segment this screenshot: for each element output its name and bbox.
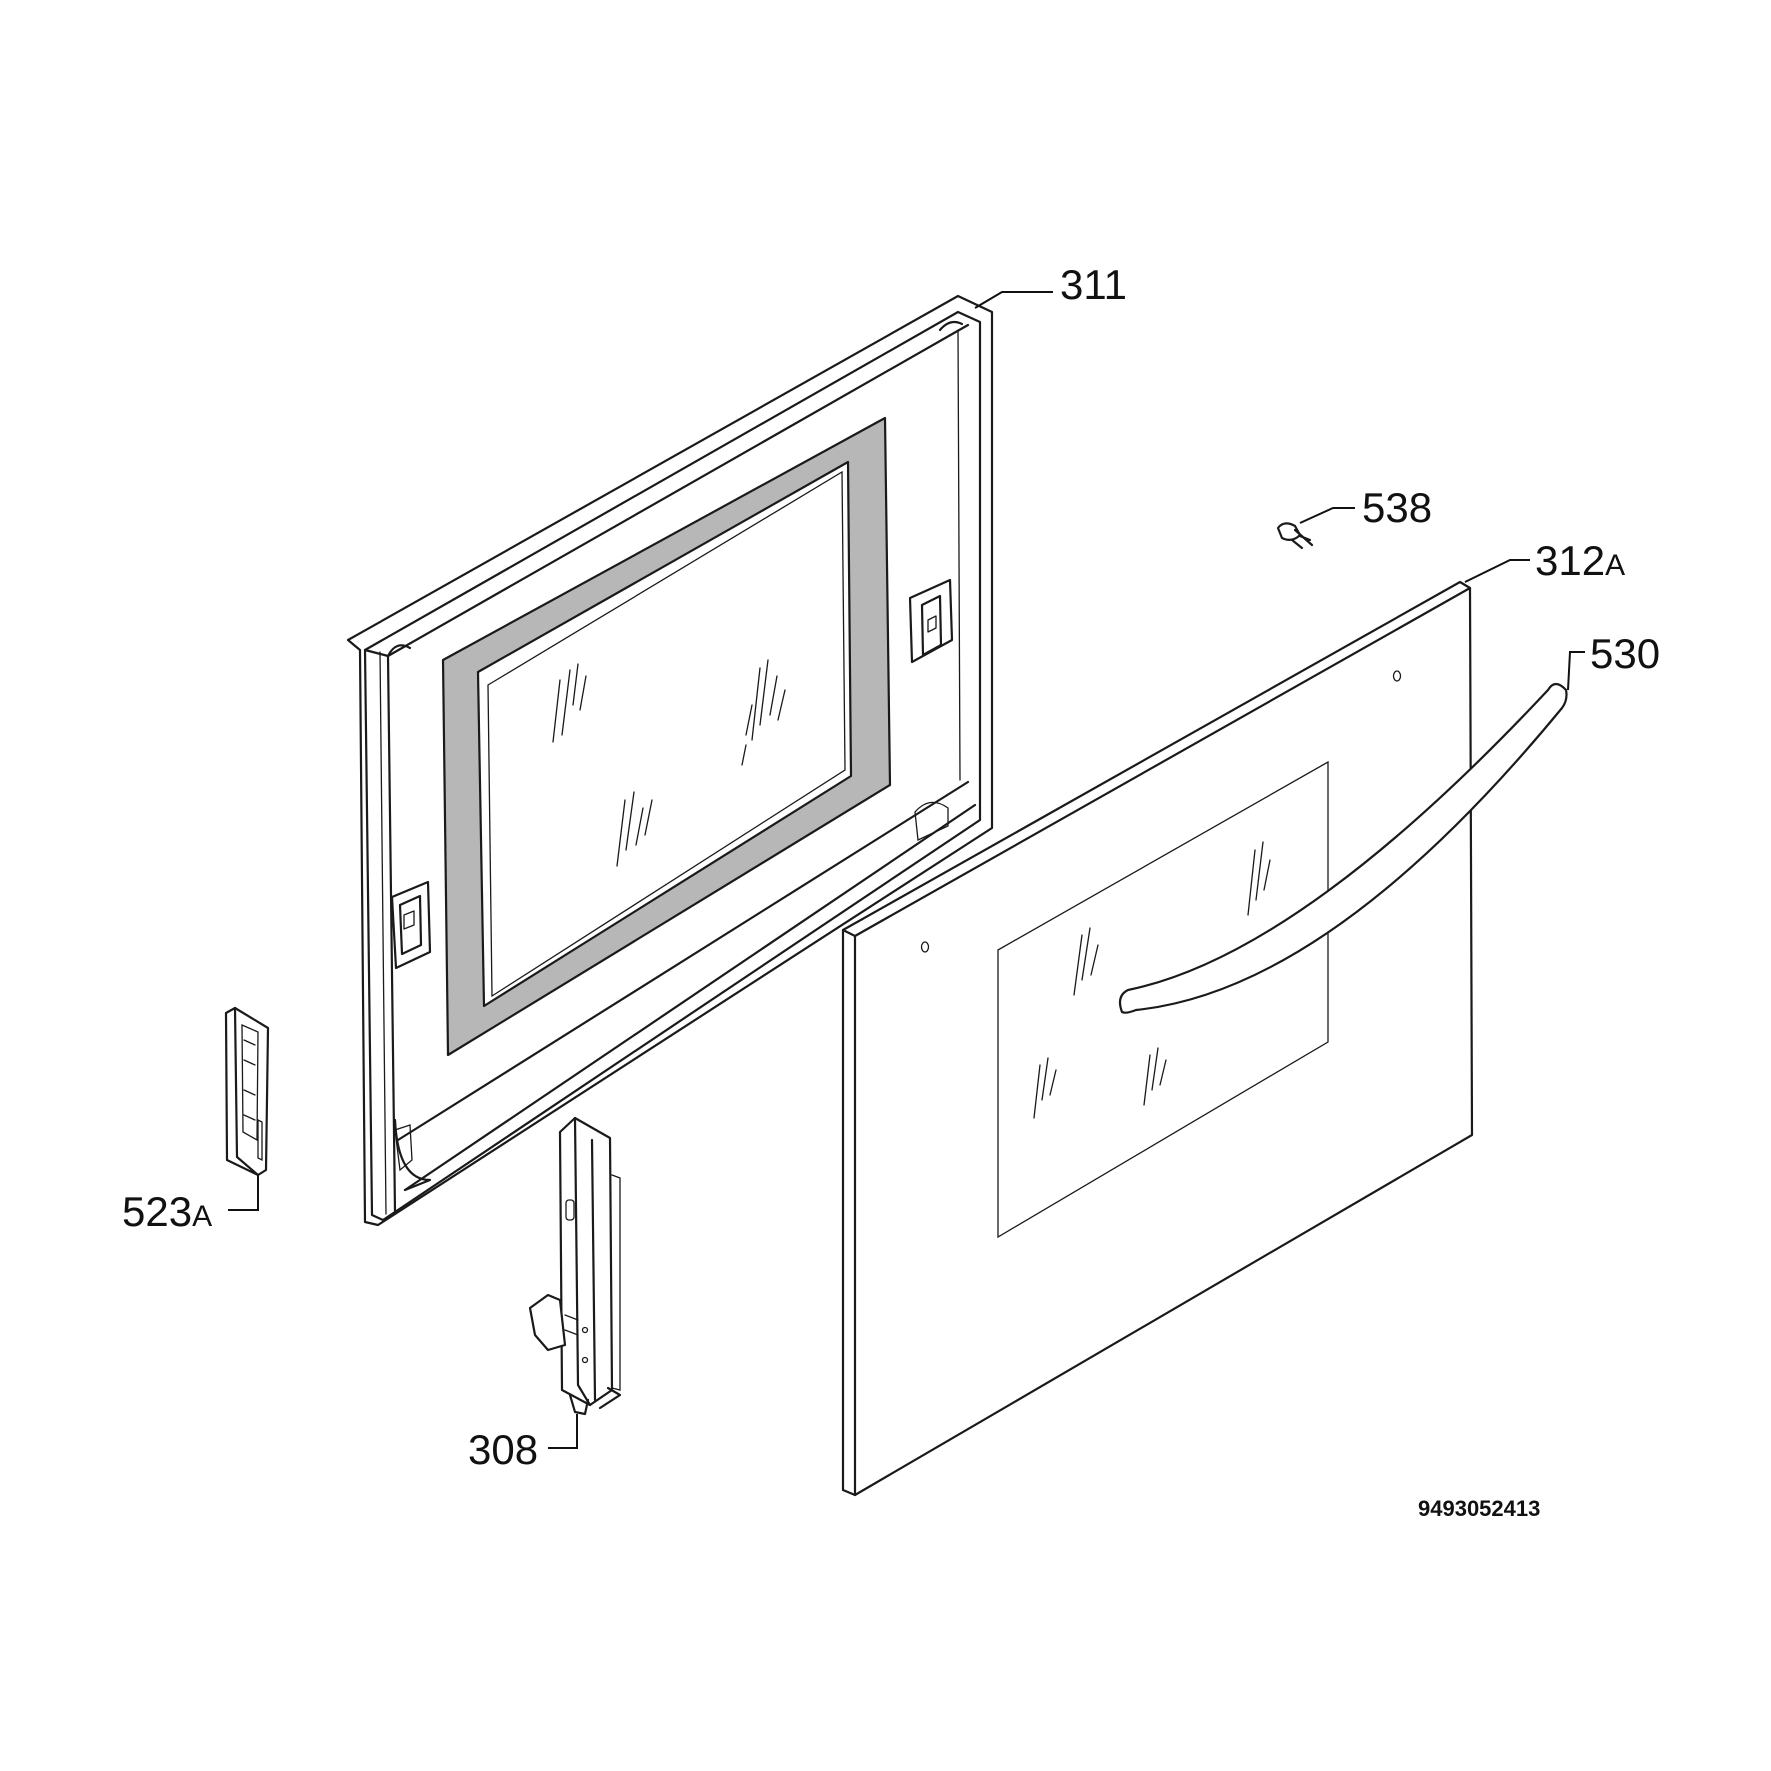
leader-line-538: [1299, 507, 1355, 524]
part-label-311: 311: [1060, 261, 1127, 308]
glass-reflection: [552, 659, 786, 867]
door-hinge: [528, 1116, 622, 1416]
leader-line-308: [548, 1414, 578, 1449]
leader-line-530: [1567, 651, 1585, 691]
part-label-523a: 523A: [122, 1188, 212, 1235]
left-hinge-bracket: [390, 880, 432, 970]
leader-line-523a: [228, 1175, 259, 1211]
inner-door-panel: [346, 294, 994, 1227]
outer-door-glass: [841, 580, 1474, 1497]
upper-hinge-bracket: [908, 578, 954, 664]
door-handle: [1118, 682, 1568, 1014]
screw: [1276, 522, 1314, 550]
part-label-308: 308: [468, 1426, 538, 1473]
glass-reflection: [1033, 841, 1271, 1119]
part-label-530: 530: [1590, 630, 1660, 677]
hinge-receiver: [224, 1006, 270, 1177]
part-label-312a: 312A: [1535, 537, 1625, 584]
leader-line-312a: [1464, 559, 1530, 583]
diagram-reference-number: 9493052413: [1418, 1496, 1540, 1521]
part-label-538: 538: [1362, 484, 1432, 531]
leader-line-311: [974, 291, 1053, 309]
